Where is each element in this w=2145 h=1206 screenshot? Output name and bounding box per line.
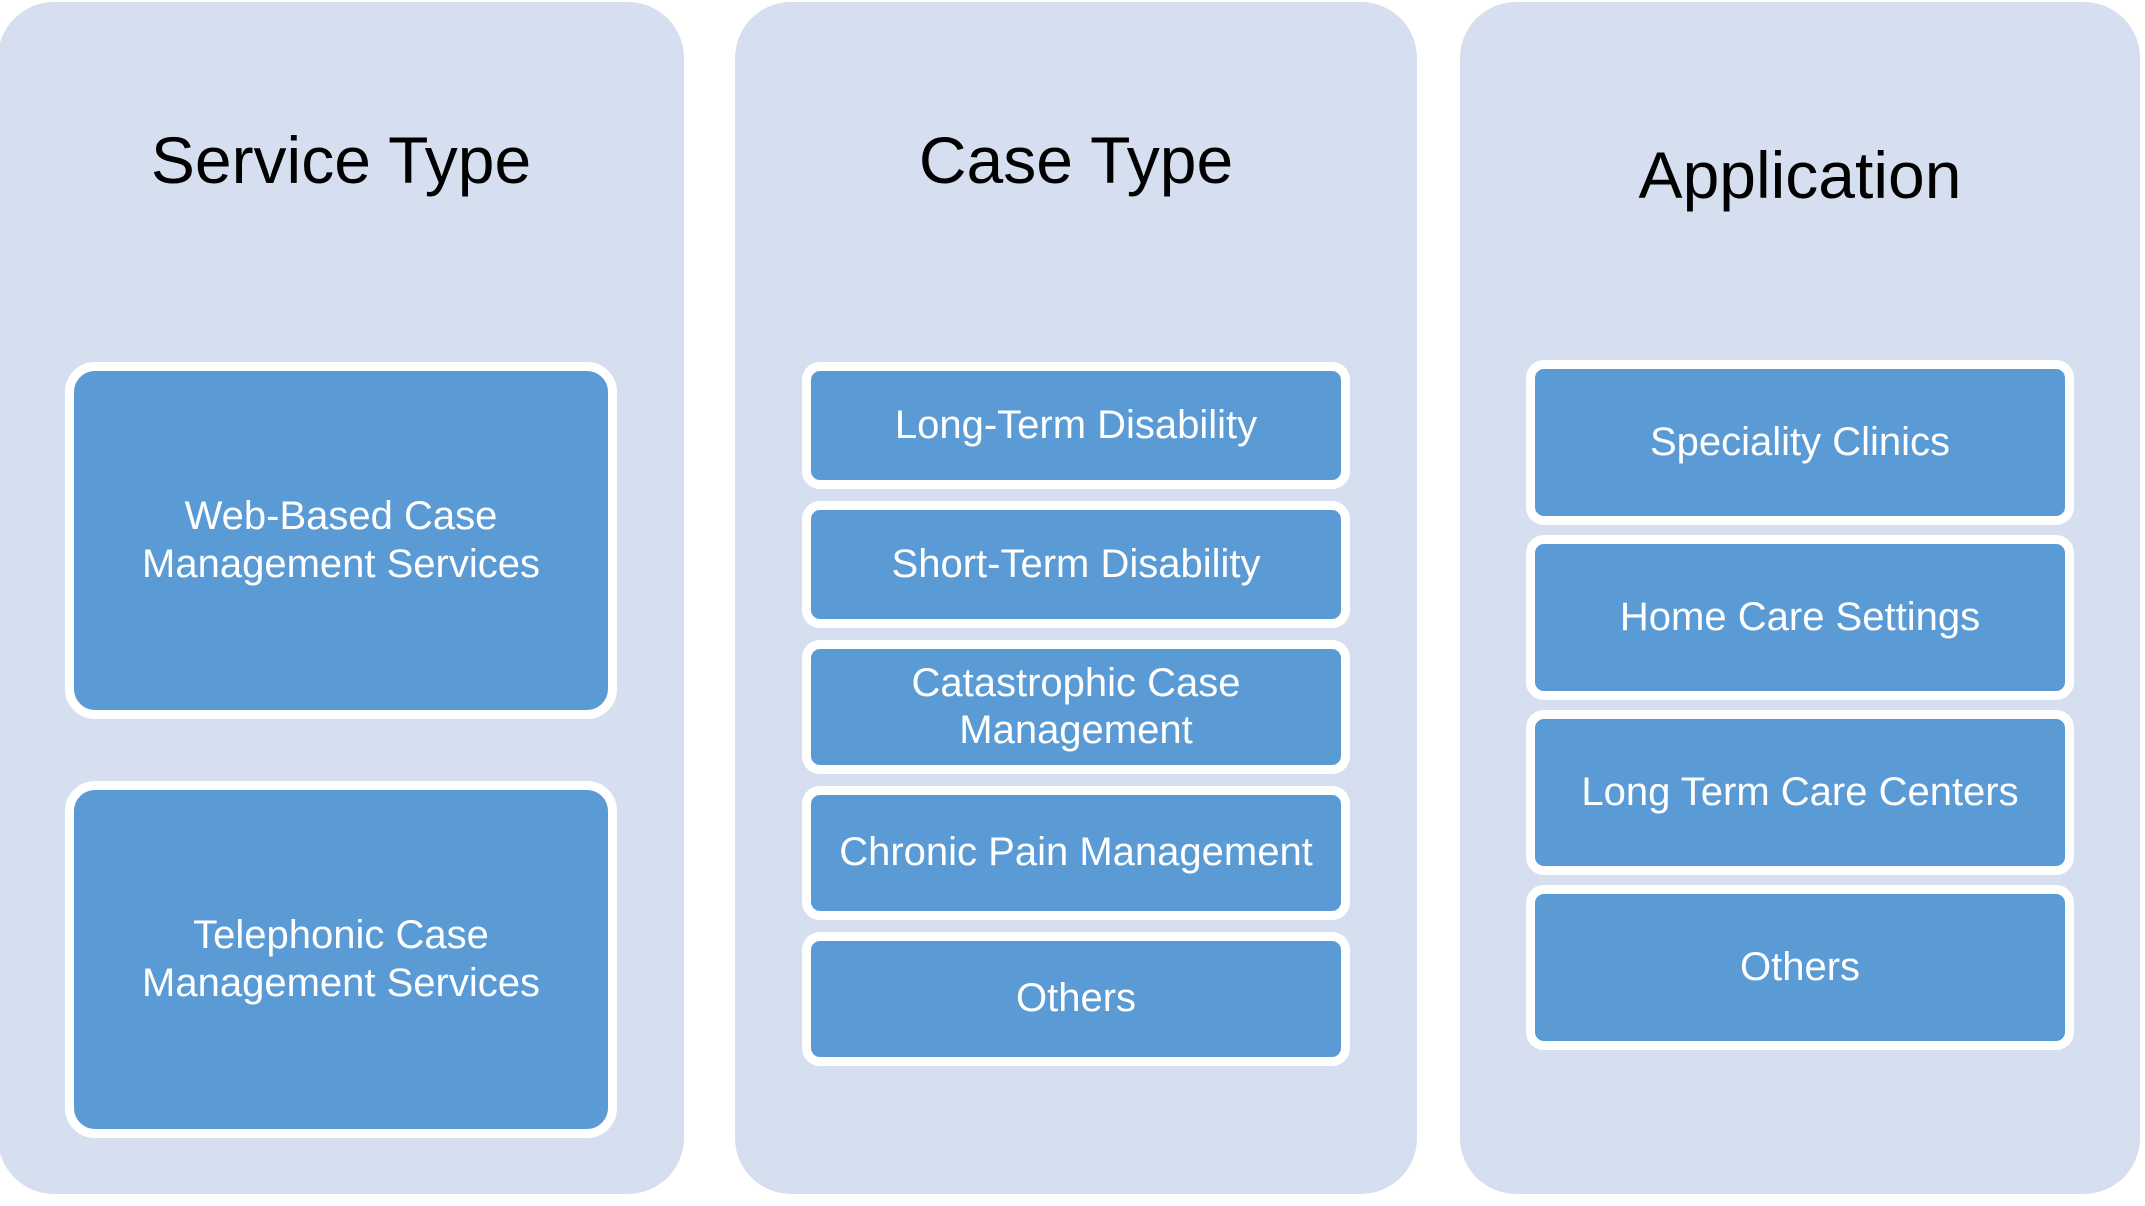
- node-label: Web-Based Case Management Services: [142, 494, 540, 586]
- node-telephonic-case-management-services[interactable]: Telephonic Case Management Services: [65, 781, 617, 1138]
- panel-title-application: Application: [1638, 138, 1962, 212]
- node-list-application: Speciality Clinics Home Care Settings Lo…: [1460, 360, 2140, 1050]
- node-home-care-settings[interactable]: Home Care Settings: [1526, 535, 2074, 700]
- node-label: Others: [1739, 944, 1861, 989]
- node-label: Catastrophic Case Management: [911, 660, 1241, 752]
- node-long-term-disability[interactable]: Long-Term Disability: [802, 362, 1350, 489]
- node-application-others[interactable]: Others: [1526, 885, 2074, 1050]
- node-chronic-pain-management[interactable]: Chronic Pain Management: [802, 786, 1350, 920]
- panel-title-case-type: Case Type: [918, 123, 1234, 197]
- node-label: Home Care Settings: [1619, 594, 1981, 639]
- node-label: Others: [1015, 976, 1137, 1021]
- node-speciality-clinics[interactable]: Speciality Clinics: [1526, 360, 2074, 525]
- node-label: Chronic Pain Management: [839, 830, 1313, 875]
- node-short-term-disability[interactable]: Short-Term Disability: [802, 501, 1350, 628]
- node-label: Short-Term Disability: [891, 541, 1261, 586]
- panel-title-service-type: Service Type: [150, 123, 532, 197]
- node-long-term-care-centers[interactable]: Long Term Care Centers: [1526, 710, 2074, 875]
- node-label: Telephonic Case Management Services: [142, 913, 540, 1005]
- node-web-based-case-management-services[interactable]: Web-Based Case Management Services: [65, 362, 617, 719]
- node-catastrophic-case-management[interactable]: Catastrophic Case Management: [802, 640, 1350, 774]
- node-list-service-type: Web-Based Case Management Services Telep…: [0, 362, 684, 1138]
- node-list-case-type: Long-Term Disability Short-Term Disabili…: [735, 362, 1417, 1066]
- node-case-type-others[interactable]: Others: [802, 932, 1350, 1066]
- node-label: Long-Term Disability: [894, 402, 1258, 447]
- node-label: Long Term Care Centers: [1581, 769, 2019, 814]
- node-label: Speciality Clinics: [1649, 419, 1951, 464]
- panel-application: Application Speciality Clinics Home Care…: [1460, 2, 2140, 1194]
- panel-case-type: Case Type Long-Term Disability Short-Ter…: [735, 2, 1417, 1194]
- panel-service-type: Service Type Web-Based Case Management S…: [0, 2, 684, 1194]
